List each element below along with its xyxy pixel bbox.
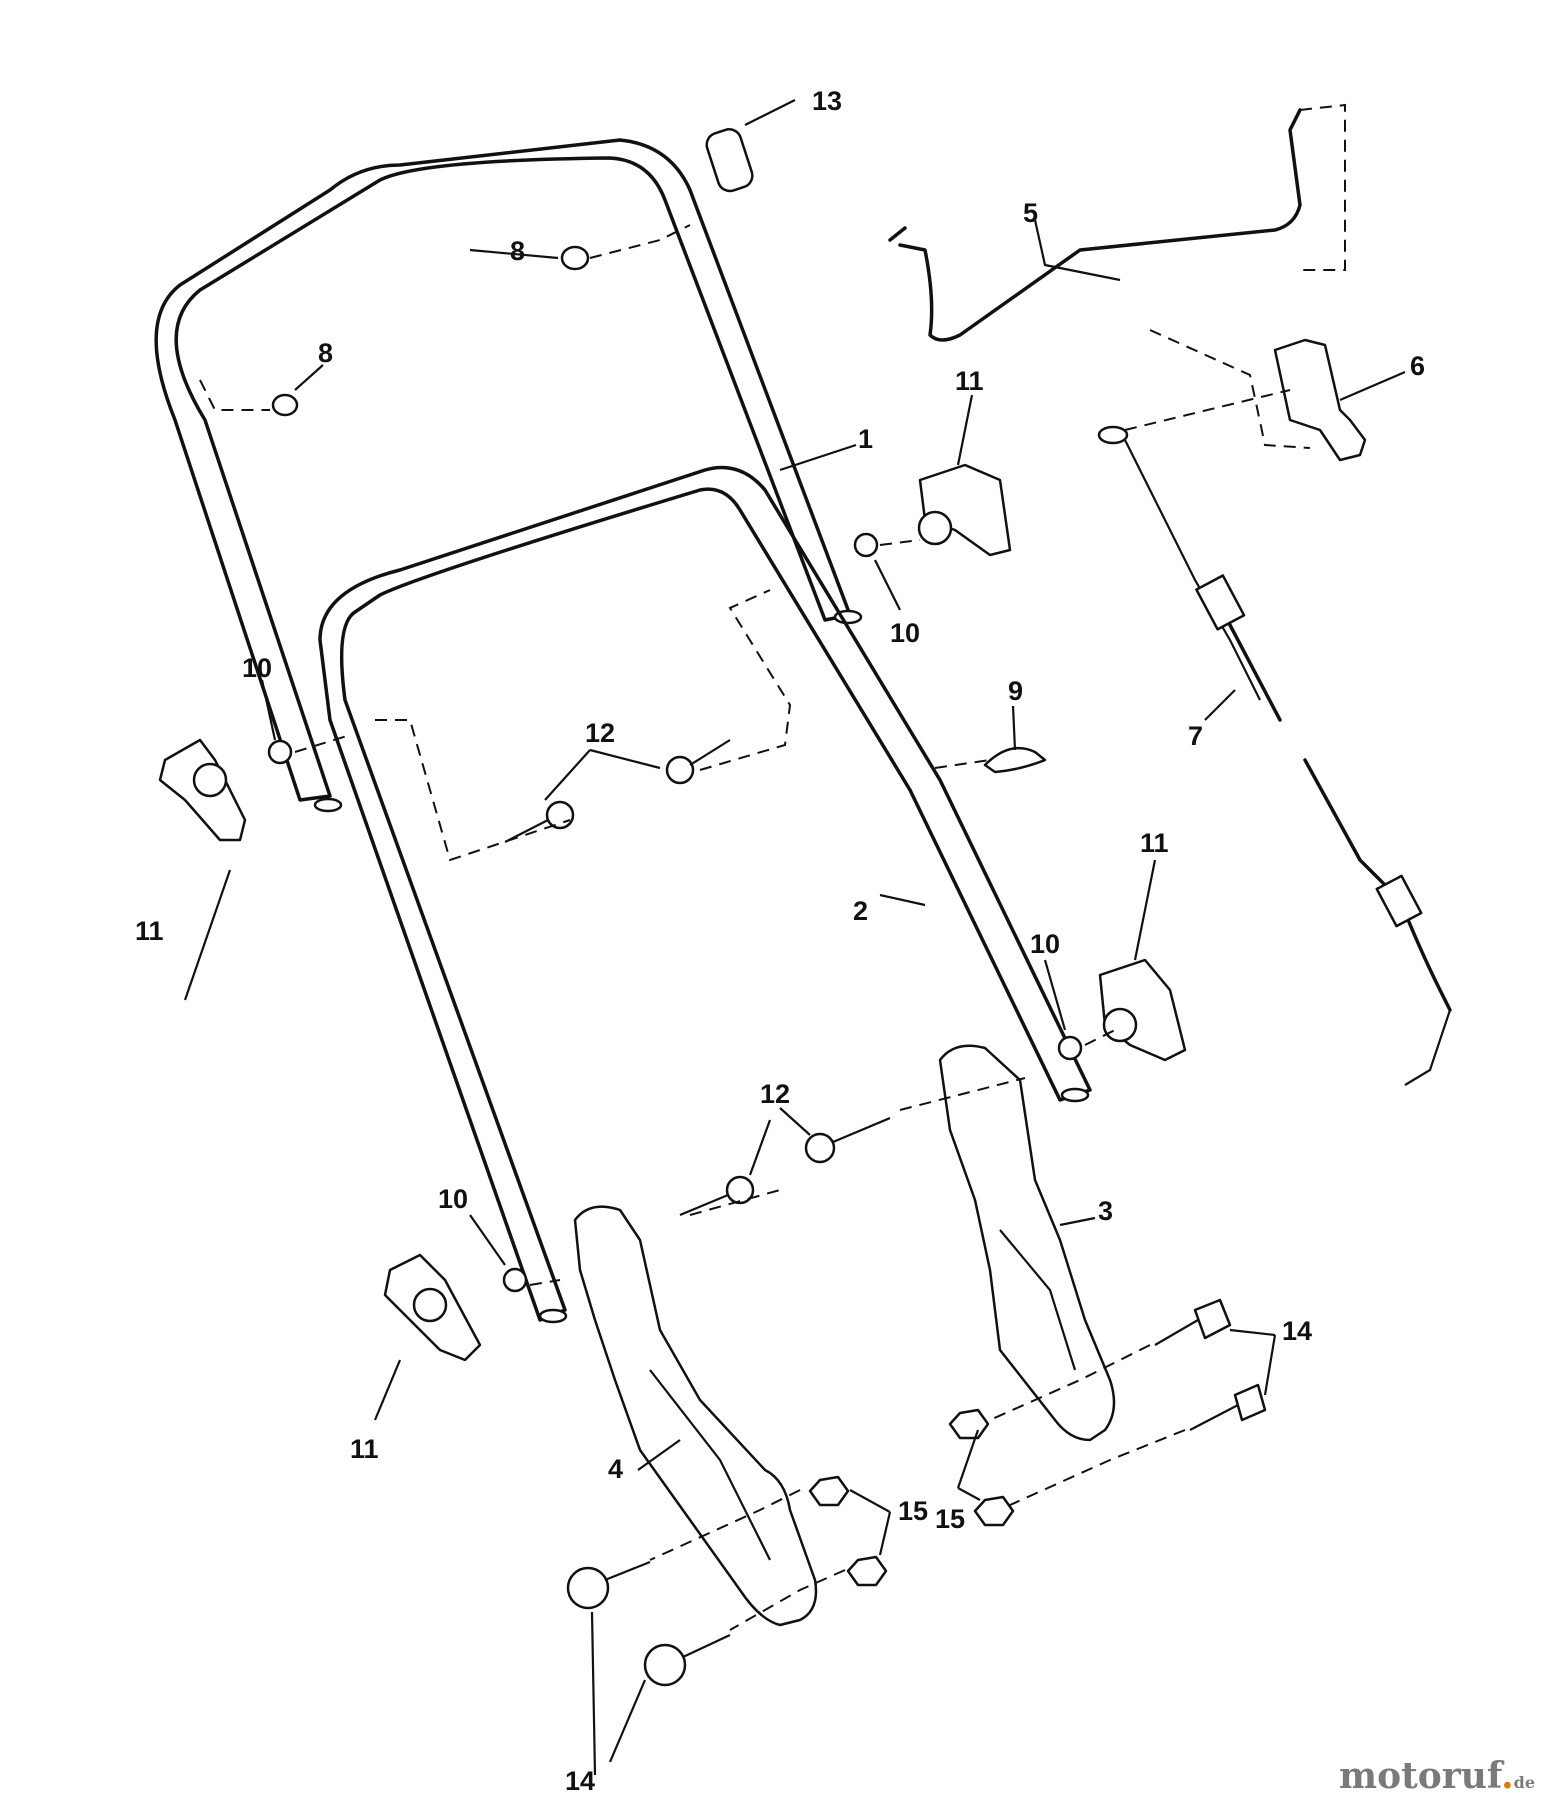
bolt-bottom-upper: [566, 1560, 651, 1610]
callout-1: 1: [858, 424, 873, 454]
grip-sleeve: [705, 128, 754, 193]
callout-8-left: 8: [318, 338, 333, 368]
assembly-dash-lines: [199, 103, 1346, 1631]
callout-7: 7: [1188, 721, 1203, 751]
left-bracket: [573, 1205, 818, 1627]
callout-13: 13: [812, 86, 842, 116]
leader-lines: [183, 99, 1406, 1776]
washer-left: [267, 739, 293, 765]
bolt-bottom-lower: [643, 1634, 731, 1687]
callout-10-right: 10: [1030, 929, 1060, 959]
callout-15-right: 15: [935, 1504, 965, 1534]
watermark-dot: .: [1501, 1755, 1514, 1797]
callout-labels: 13 8 8 5 6 1 11 10 10 12 9 7 11 2 11 10 …: [135, 86, 1425, 1796]
control-bracket: [1273, 338, 1367, 462]
knob-bottom-left: [383, 1253, 482, 1362]
knob-top-right: [917, 463, 1012, 557]
control-rod: [888, 108, 1302, 342]
plug-left: [271, 393, 299, 417]
watermark-main: motoruf: [1338, 1755, 1502, 1797]
callout-11-right: 11: [1140, 828, 1169, 858]
carriage-bolt-lower: [504, 800, 575, 843]
upper-handle: [154, 138, 863, 813]
nut-bottom-lower: [846, 1555, 888, 1587]
control-cable: [1097, 425, 1452, 1086]
nut-right-upper: [948, 1408, 990, 1440]
carriage-bolt-bracket-left: [679, 1175, 755, 1217]
knob-left: [158, 738, 247, 842]
carriage-bolt-bracket-right: [804, 1116, 891, 1164]
callout-10-top: 10: [890, 618, 920, 648]
washer-right: [1057, 1035, 1083, 1061]
callout-11-left: 11: [135, 916, 164, 946]
flange-bolt-upper: [1154, 1298, 1232, 1346]
callout-3: 3: [1098, 1196, 1113, 1226]
plug-top: [560, 245, 590, 271]
washer-top-right: [853, 532, 879, 558]
callout-12-upper: 12: [585, 718, 615, 748]
flange-bolt-lower: [1189, 1383, 1267, 1431]
callout-11-top: 11: [955, 366, 984, 396]
callout-5: 5: [1023, 198, 1038, 228]
right-bracket: [938, 1044, 1116, 1442]
cable-clip: [983, 746, 1047, 774]
callout-2: 2: [853, 896, 868, 926]
watermark-tld: de: [1513, 1773, 1535, 1792]
callout-14-right: 14: [1282, 1316, 1312, 1346]
callout-14-bottom: 14: [565, 1766, 595, 1796]
callout-12-lower: 12: [760, 1079, 790, 1109]
lower-handle: [318, 465, 1092, 1324]
callout-10-bottom: 10: [438, 1184, 468, 1214]
callout-4: 4: [608, 1454, 623, 1484]
callout-10-left: 10: [242, 653, 272, 683]
callout-9: 9: [1008, 676, 1023, 706]
nut-bottom-upper: [808, 1475, 850, 1507]
callout-15-bottom: 15: [898, 1496, 928, 1526]
watermark-logo: motoruf.de: [1339, 1758, 1535, 1794]
knob-right-middle: [1098, 958, 1187, 1062]
callout-8-top: 8: [510, 236, 525, 266]
callout-11-bottom: 11: [350, 1434, 379, 1464]
nut-right-lower: [973, 1495, 1015, 1527]
carriage-bolt-upper: [665, 739, 731, 785]
washer-bottom-left: [502, 1267, 528, 1293]
callout-6: 6: [1410, 351, 1425, 381]
